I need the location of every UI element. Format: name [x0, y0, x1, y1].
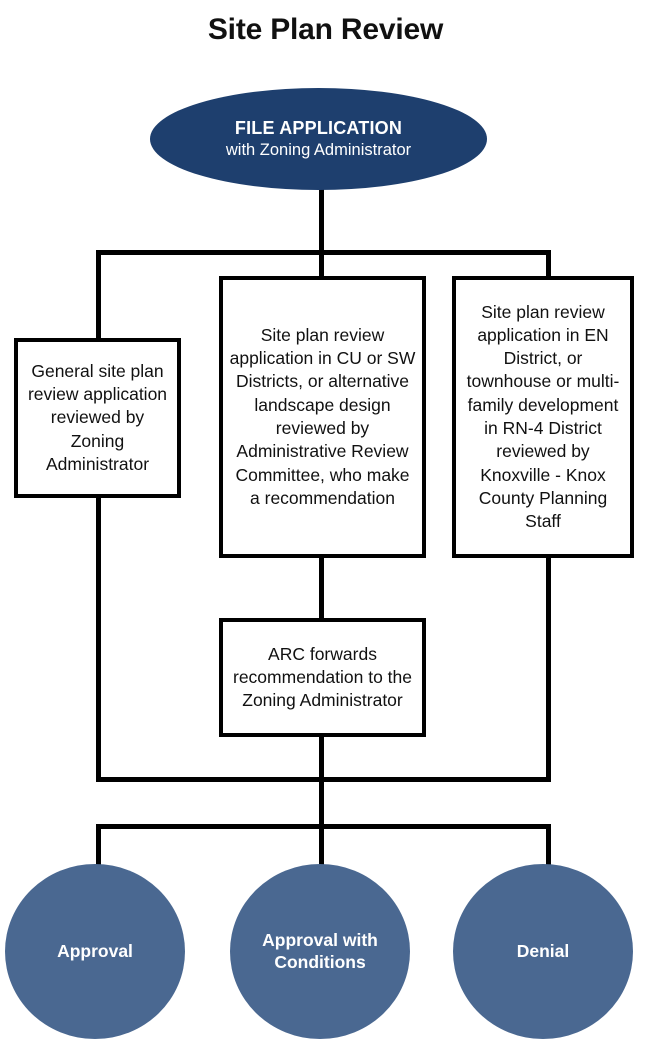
connector-to-approval-conditions	[319, 824, 324, 870]
connector-general-to-merge	[96, 494, 101, 782]
process-box-arc-forwards-label: ARC forwards recommendation to the Zonin…	[233, 643, 412, 711]
process-box-planning-staff-label: Site plan review application in EN Distr…	[466, 301, 620, 532]
outcome-node-denial[interactable]: Denial	[453, 864, 633, 1039]
process-box-general-site-plan-review[interactable]: General site plan review application rev…	[14, 338, 181, 498]
connector-to-planning-box	[546, 250, 551, 280]
connector-to-denial	[546, 824, 551, 870]
outcome-node-approval-label: Approval	[57, 940, 133, 961]
connector-to-arc-review-box	[319, 250, 324, 280]
process-box-arc-review-label: Site plan review application in CU or SW…	[229, 324, 416, 508]
outcome-node-denial-label: Denial	[516, 940, 570, 961]
process-box-arc-review[interactable]: Site plan review application in CU or SW…	[219, 276, 426, 558]
connector-arc-review-to-arc-forwards	[319, 554, 324, 622]
start-node-file-application[interactable]: FILE APPLICATION with Zoning Administrat…	[150, 88, 487, 190]
connector-start-stem	[319, 186, 324, 254]
start-node-title: FILE APPLICATION	[234, 117, 403, 138]
outcome-node-approval[interactable]: Approval	[5, 864, 185, 1039]
connector-arc-forwards-to-merge	[319, 733, 324, 782]
page-title: Site Plan Review	[207, 13, 444, 46]
outcome-node-approval-with-conditions[interactable]: Approval with Conditions	[230, 864, 410, 1039]
connector-planning-to-merge	[546, 554, 551, 782]
process-box-planning-staff[interactable]: Site plan review application in EN Distr…	[452, 276, 634, 558]
process-box-general-label: General site plan review application rev…	[27, 360, 168, 474]
start-node-subtitle: with Zoning Administrator	[225, 140, 412, 159]
outcome-node-approval-with-conditions-label: Approval with Conditions	[262, 929, 378, 972]
connector-to-approval	[96, 824, 101, 870]
connector-merge-stem	[319, 777, 324, 829]
process-box-arc-forwards-recommendation[interactable]: ARC forwards recommendation to the Zonin…	[219, 618, 426, 737]
connector-to-general-box	[96, 250, 101, 342]
